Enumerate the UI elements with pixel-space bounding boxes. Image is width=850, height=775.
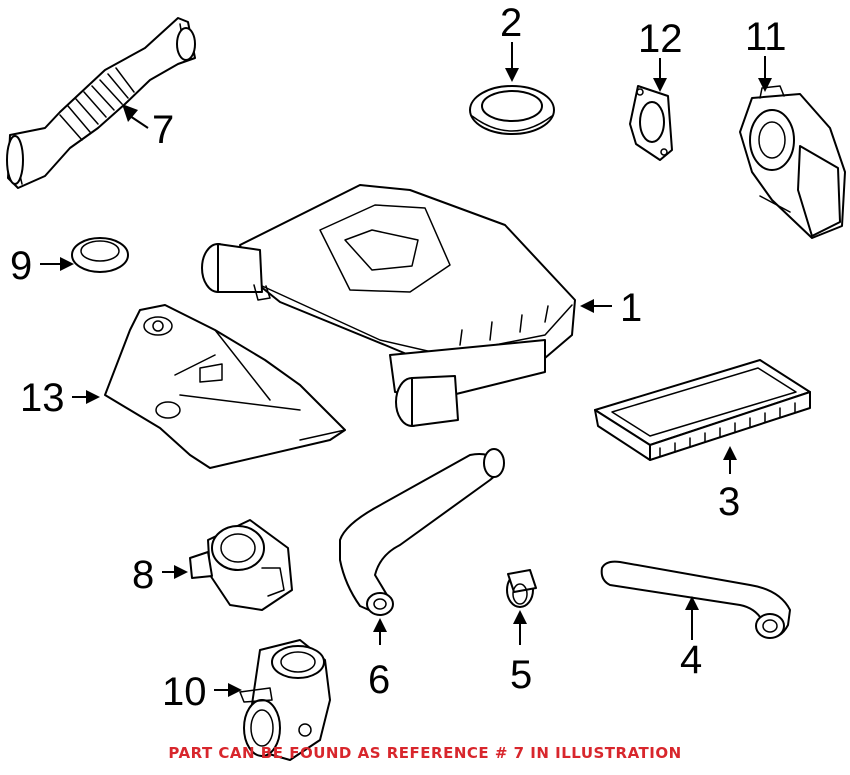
callout-12: 12 [638, 17, 683, 61]
part-5-clamp [506, 569, 537, 608]
part-1-air-filter-housing [201, 184, 576, 427]
part-7-intake-duct [6, 17, 196, 189]
callout-2: 2 [500, 1, 523, 45]
callout-5: 5 [510, 653, 533, 697]
callout-11: 11 [745, 15, 787, 59]
part-6-hose [339, 448, 505, 616]
part-10-adapter [239, 639, 331, 761]
callout-3: 3 [718, 480, 741, 524]
callout-13: 13 [20, 376, 65, 420]
callout-8: 8 [132, 553, 155, 597]
part-8-air-flow-sensor [189, 519, 293, 611]
reference-note: PART CAN BE FOUND AS REFERENCE # 7 IN IL… [168, 744, 682, 762]
part-2-seal-ring [469, 85, 555, 135]
part-4-hose [600, 560, 791, 639]
leader-lines [40, 42, 772, 697]
callout-9: 9 [10, 244, 33, 288]
part-9-small-seal [71, 237, 129, 273]
callout-10: 10 [162, 670, 207, 714]
callout-6: 6 [368, 658, 391, 702]
callout-4: 4 [680, 638, 703, 682]
callout-7: 7 [152, 108, 175, 152]
part-12-gasket [629, 85, 673, 161]
part-11-throttle-body [739, 85, 846, 239]
part-13-engine-cover [104, 304, 346, 469]
callout-1: 1 [620, 286, 643, 330]
part-3-air-filter-element [594, 359, 811, 461]
leader-7 [129, 115, 149, 129]
